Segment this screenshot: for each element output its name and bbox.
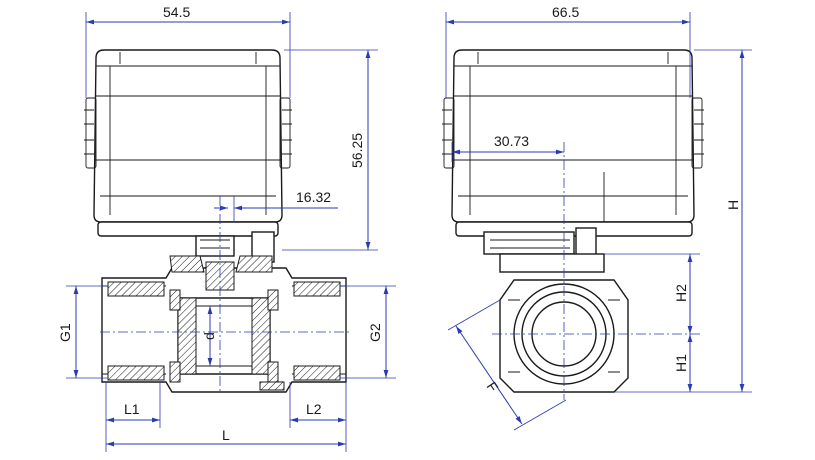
dim-L1: L1 xyxy=(124,401,140,417)
actuator-housing-side xyxy=(442,49,704,273)
dim-H1: H1 xyxy=(673,354,689,372)
front-view: 54.5 56.25 16.32 L L1 xyxy=(57,4,396,452)
dim-66-5: 66.5 xyxy=(552,4,579,20)
dim-F: F xyxy=(484,379,502,395)
dim-G1: G1 xyxy=(57,323,73,342)
dim-16-32: 16.32 xyxy=(296,189,331,205)
side-dimensions: 66.5 30.73 H H2 H1 F xyxy=(445,4,752,431)
dim-54-5: 54.5 xyxy=(163,4,190,20)
dim-L: L xyxy=(222,427,230,443)
side-view: 66.5 30.73 H H2 H1 F xyxy=(442,4,752,431)
dim-H2: H2 xyxy=(673,284,689,302)
valve-body-front xyxy=(101,255,347,393)
front-dimensions: 54.5 56.25 16.32 L L1 xyxy=(57,4,396,452)
dim-56-25: 56.25 xyxy=(349,133,365,168)
dim-L2: L2 xyxy=(306,401,322,417)
dim-H: H xyxy=(725,200,741,210)
dim-30-73: 30.73 xyxy=(494,133,529,149)
dim-G2: G2 xyxy=(367,323,383,342)
dim-d: d xyxy=(201,332,217,340)
actuator-housing-front xyxy=(84,49,292,263)
